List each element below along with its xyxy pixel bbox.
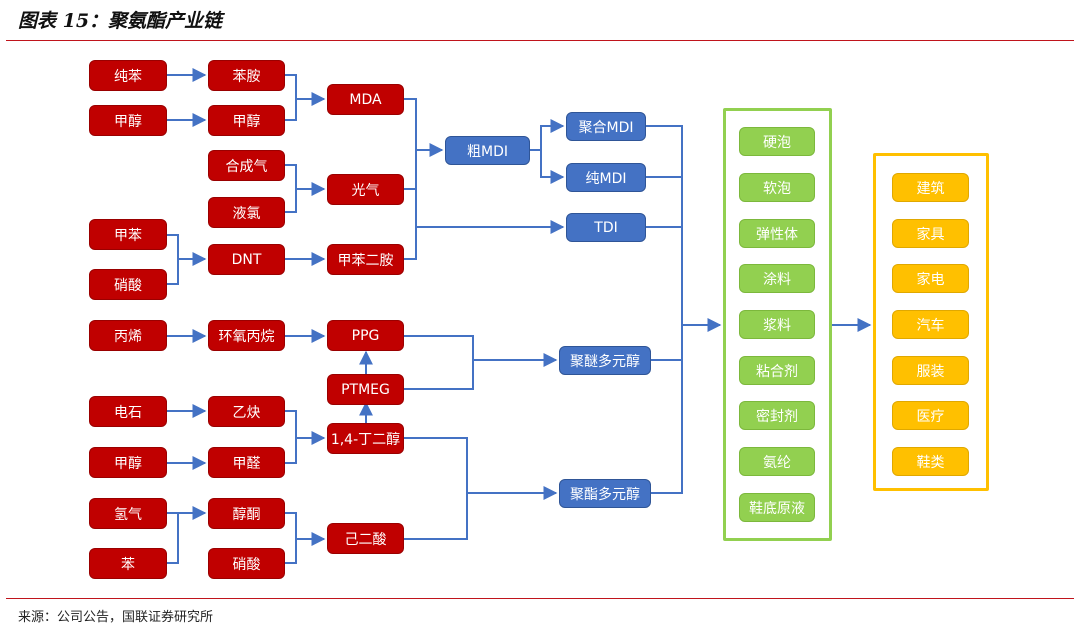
node-nitric-acid: 硝酸 <box>208 548 285 579</box>
node-raw-benzene: 苯 <box>89 548 167 579</box>
node-toluene-diamine: 甲苯二胺 <box>327 244 404 275</box>
footer-rule <box>6 598 1074 599</box>
node-rigid-foam: 硬泡 <box>739 127 815 156</box>
node-polymeric-mdi: 聚合MDI <box>566 112 646 141</box>
node-polyester-polyol: 聚酯多元醇 <box>559 479 651 508</box>
node-home-appliances: 家电 <box>892 264 969 293</box>
node-ptmeg: PTMEG <box>327 374 404 405</box>
node-raw-toluene: 甲苯 <box>89 219 167 250</box>
node-automotive: 汽车 <box>892 310 969 339</box>
node-methanol: 甲醇 <box>208 105 285 136</box>
node-tdi: TDI <box>566 213 646 242</box>
node-raw-methanol: 甲醇 <box>89 105 167 136</box>
node-bdo: 1,4-丁二醇 <box>327 423 404 454</box>
node-ppg: PPG <box>327 320 404 351</box>
node-adhesive: 粘合剂 <box>739 356 815 385</box>
node-crude-mdi: 粗MDI <box>445 136 530 165</box>
node-furniture: 家具 <box>892 219 969 248</box>
node-adipic-acid: 己二酸 <box>327 523 404 554</box>
node-medical: 医疗 <box>892 401 969 430</box>
node-syngas: 合成气 <box>208 150 285 181</box>
node-shoe-sole-resin: 鞋底原液 <box>739 493 815 522</box>
node-liquid-chlorine: 液氯 <box>208 197 285 228</box>
node-sealant: 密封剂 <box>739 401 815 430</box>
node-raw-propylene: 丙烯 <box>89 320 167 351</box>
node-flexible-foam: 软泡 <box>739 173 815 202</box>
node-acetylene: 乙炔 <box>208 396 285 427</box>
node-raw-hydrogen: 氢气 <box>89 498 167 529</box>
source-note: 来源：公司公告，国联证券研究所 <box>18 610 214 625</box>
node-spandex: 氨纶 <box>739 447 815 476</box>
chart-title: 图表 15：聚氨酯产业链 <box>18 10 223 32</box>
node-raw-calcium-carbide: 电石 <box>89 396 167 427</box>
node-raw-methanol-2: 甲醇 <box>89 447 167 478</box>
node-ka-oil: 醇酮 <box>208 498 285 529</box>
node-coating: 涂料 <box>739 264 815 293</box>
node-raw-nitric-acid: 硝酸 <box>89 269 167 300</box>
node-dnt: DNT <box>208 244 285 275</box>
node-aniline: 苯胺 <box>208 60 285 91</box>
node-elastomer: 弹性体 <box>739 219 815 248</box>
node-mda: MDA <box>327 84 404 115</box>
node-propylene-oxide: 环氧丙烷 <box>208 320 285 351</box>
node-polyether-polyol: 聚醚多元醇 <box>559 346 651 375</box>
node-apparel: 服装 <box>892 356 969 385</box>
downstream-materials-frame <box>723 108 832 541</box>
node-pure-mdi: 纯MDI <box>566 163 646 192</box>
node-slurry: 浆料 <box>739 310 815 339</box>
node-footwear: 鞋类 <box>892 447 969 476</box>
node-raw-pure-benzene: 纯苯 <box>89 60 167 91</box>
title-rule <box>6 40 1074 41</box>
node-phosgene: 光气 <box>327 174 404 205</box>
node-construction: 建筑 <box>892 173 969 202</box>
applications-frame <box>873 153 989 491</box>
node-formaldehyde: 甲醛 <box>208 447 285 478</box>
